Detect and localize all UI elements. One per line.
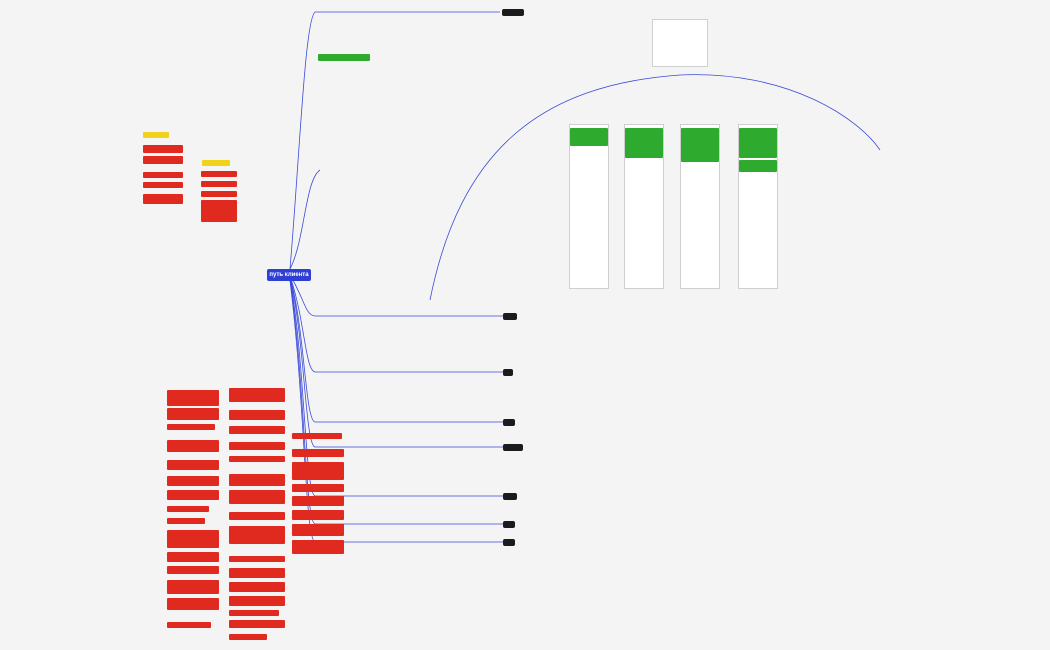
red-note-center-6 <box>292 510 344 520</box>
red-note-bottom-b7 <box>229 490 285 504</box>
green-note-5 <box>739 128 777 158</box>
red-note-center-8 <box>292 540 344 554</box>
red-note-center-4 <box>292 484 344 492</box>
green-note-2 <box>570 128 608 146</box>
red-note-bottom-a1 <box>167 390 219 406</box>
red-note-left-3 <box>143 172 183 178</box>
red-note-left-1 <box>143 145 183 153</box>
red-note-bottom-b2 <box>229 410 285 420</box>
green-note-3 <box>625 128 663 158</box>
red-note-bottom-b14 <box>229 610 279 616</box>
red-note-bottom-b9 <box>229 526 285 544</box>
yellow-note-1 <box>143 132 169 138</box>
red-note-bottom-a2 <box>167 408 219 420</box>
red-note-bottom-b6 <box>229 474 285 486</box>
red-note-center-2 <box>292 449 344 457</box>
red-note-bottom-b10 <box>229 556 285 562</box>
red-note-bottom-a5 <box>167 460 219 470</box>
red-note-bottom-a6 <box>167 476 219 486</box>
connector-mid6 <box>289 279 505 525</box>
red-note-bottom-a4 <box>167 440 219 452</box>
red-note-left-4 <box>143 182 183 188</box>
branch-header-7 <box>503 521 515 528</box>
central-node: путь клиента <box>267 269 311 281</box>
red-note-bottom-b16 <box>229 634 267 640</box>
connector-upper <box>289 169 321 270</box>
red-note-bottom-b8 <box>229 512 285 520</box>
red-note-center-5 <box>292 496 344 506</box>
red-note-left-5 <box>143 194 183 204</box>
branch-header-1 <box>502 9 524 16</box>
red-note-bottom-b13 <box>229 596 285 606</box>
red-note-left-2 <box>143 156 183 164</box>
red-note-right-1 <box>201 171 237 177</box>
branch-header-6 <box>503 493 517 500</box>
branch-header-4 <box>503 419 515 426</box>
red-note-bottom-a15 <box>167 622 211 628</box>
red-note-right-3 <box>201 191 237 197</box>
green-note-4 <box>681 128 719 162</box>
red-note-bottom-a11 <box>167 552 219 562</box>
connector-mid1 <box>289 274 505 317</box>
connector-top <box>289 11 500 270</box>
branch-header-3 <box>503 369 513 376</box>
red-note-right-2 <box>201 181 237 187</box>
red-note-bottom-a10 <box>167 530 219 548</box>
red-note-bottom-a9 <box>167 518 205 524</box>
yellow-note-2 <box>202 160 230 166</box>
red-note-right-4 <box>201 200 237 222</box>
top-info-card <box>652 19 708 67</box>
connector-funnel <box>429 74 881 301</box>
red-note-bottom-b5 <box>229 456 285 462</box>
red-note-bottom-b15 <box>229 620 285 628</box>
red-note-bottom-b11 <box>229 568 285 578</box>
red-note-bottom-b4 <box>229 442 285 450</box>
red-note-bottom-a3 <box>167 424 215 430</box>
connector-mid2 <box>289 275 505 373</box>
red-note-bottom-a13 <box>167 580 219 594</box>
connector-mid5 <box>289 278 505 497</box>
connector-mid3 <box>289 276 505 423</box>
green-note-6 <box>739 160 777 172</box>
red-note-center-7 <box>292 524 344 536</box>
branch-header-8 <box>503 539 515 546</box>
stage-card-1 <box>569 124 609 289</box>
red-note-bottom-a7 <box>167 490 219 500</box>
red-note-bottom-a12 <box>167 566 219 574</box>
green-note-1 <box>318 54 370 61</box>
branch-header-2 <box>503 313 517 320</box>
red-note-bottom-a8 <box>167 506 209 512</box>
red-note-bottom-b12 <box>229 582 285 592</box>
red-note-bottom-a14 <box>167 598 219 610</box>
red-note-bottom-b3 <box>229 426 285 434</box>
red-note-bottom-b1 <box>229 388 285 402</box>
connector-mid4 <box>289 277 505 448</box>
red-note-center-1 <box>292 433 342 439</box>
branch-header-5 <box>503 444 523 451</box>
red-note-center-3 <box>292 462 344 480</box>
